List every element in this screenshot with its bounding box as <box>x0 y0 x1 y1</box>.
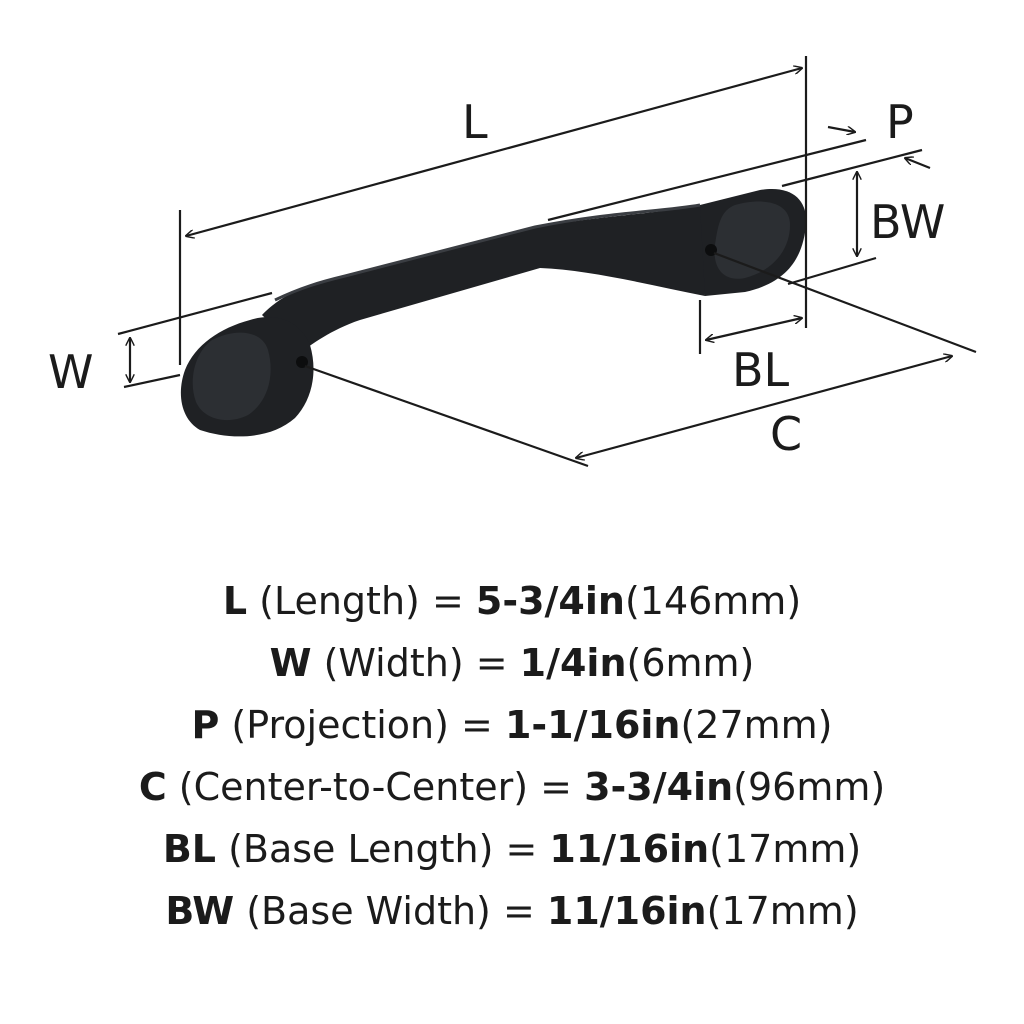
label-w: W <box>48 345 93 399</box>
spec-base-length: BL (Base Length) = 11/16in(17mm) <box>0 818 1024 880</box>
spec-imperial: 11/16in <box>546 889 707 933</box>
spec-imperial: 3-3/4in <box>584 765 734 809</box>
spec-key: P <box>191 703 220 747</box>
specifications-list: L (Length) = 5-3/4in(146mm) W (Width) = … <box>0 570 1024 942</box>
bw-extension-bottom <box>787 256 877 286</box>
spec-imperial: 1/4in <box>519 641 627 685</box>
p-extension-bottom <box>781 148 923 188</box>
c-centerline-right <box>713 251 977 354</box>
spec-length: L (Length) = 5-3/4in(146mm) <box>0 570 1024 632</box>
spec-key: L <box>222 579 248 623</box>
spec-metric: (17mm) <box>706 889 859 933</box>
spec-metric: (6mm) <box>626 641 755 685</box>
label-l: L <box>462 95 488 149</box>
p-arrow-left <box>905 158 931 170</box>
cabinet-pull-handle <box>180 188 807 437</box>
spec-key: BL <box>162 827 216 871</box>
bl-dimension-line <box>706 318 802 340</box>
spec-key: BW <box>165 889 235 933</box>
p-extension-top <box>547 138 867 222</box>
spec-projection: P (Projection) = 1-1/16in(27mm) <box>0 694 1024 756</box>
handle-bar <box>262 205 705 352</box>
c-centerline-left <box>304 364 589 468</box>
spec-key: W <box>269 641 312 685</box>
dimension-diagram: L P BW W BL C <box>48 56 977 468</box>
label-p: P <box>886 95 914 149</box>
spec-key: C <box>138 765 167 809</box>
spec-imperial: 11/16in <box>549 827 710 871</box>
spec-width: W (Width) = 1/4in(6mm) <box>0 632 1024 694</box>
spec-center-to-center: C (Center-to-Center) = 3-3/4in(96mm) <box>0 756 1024 818</box>
spec-name: (Base Width) = <box>234 889 547 933</box>
spec-name: (Projection) = <box>219 703 505 747</box>
spec-name: (Length) = <box>247 579 476 623</box>
spec-imperial: 5-3/4in <box>475 579 625 623</box>
left-screw-hole <box>296 356 308 368</box>
handle-left-base-face <box>192 332 271 421</box>
label-bw: BW <box>870 195 945 249</box>
spec-name: (Width) = <box>311 641 520 685</box>
spec-base-width: BW (Base Width) = 11/16in(17mm) <box>0 880 1024 942</box>
p-arrow-right <box>827 125 855 132</box>
spec-metric: (27mm) <box>680 703 833 747</box>
label-bl: BL <box>732 343 790 397</box>
handle-drawing: L P BW W BL C <box>48 56 977 468</box>
spec-name: (Base Length) = <box>216 827 550 871</box>
spec-metric: (17mm) <box>709 827 862 871</box>
spec-metric: (96mm) <box>733 765 886 809</box>
c-dimension-line <box>576 356 952 458</box>
label-c: C <box>770 407 802 461</box>
dimension-lines <box>117 56 977 468</box>
spec-metric: (146mm) <box>624 579 802 623</box>
spec-imperial: 1-1/16in <box>504 703 681 747</box>
spec-name: (Center-to-Center) = <box>166 765 585 809</box>
w-extension-top <box>117 291 273 336</box>
l-dimension-line <box>186 68 802 236</box>
w-extension-bottom <box>123 373 181 389</box>
